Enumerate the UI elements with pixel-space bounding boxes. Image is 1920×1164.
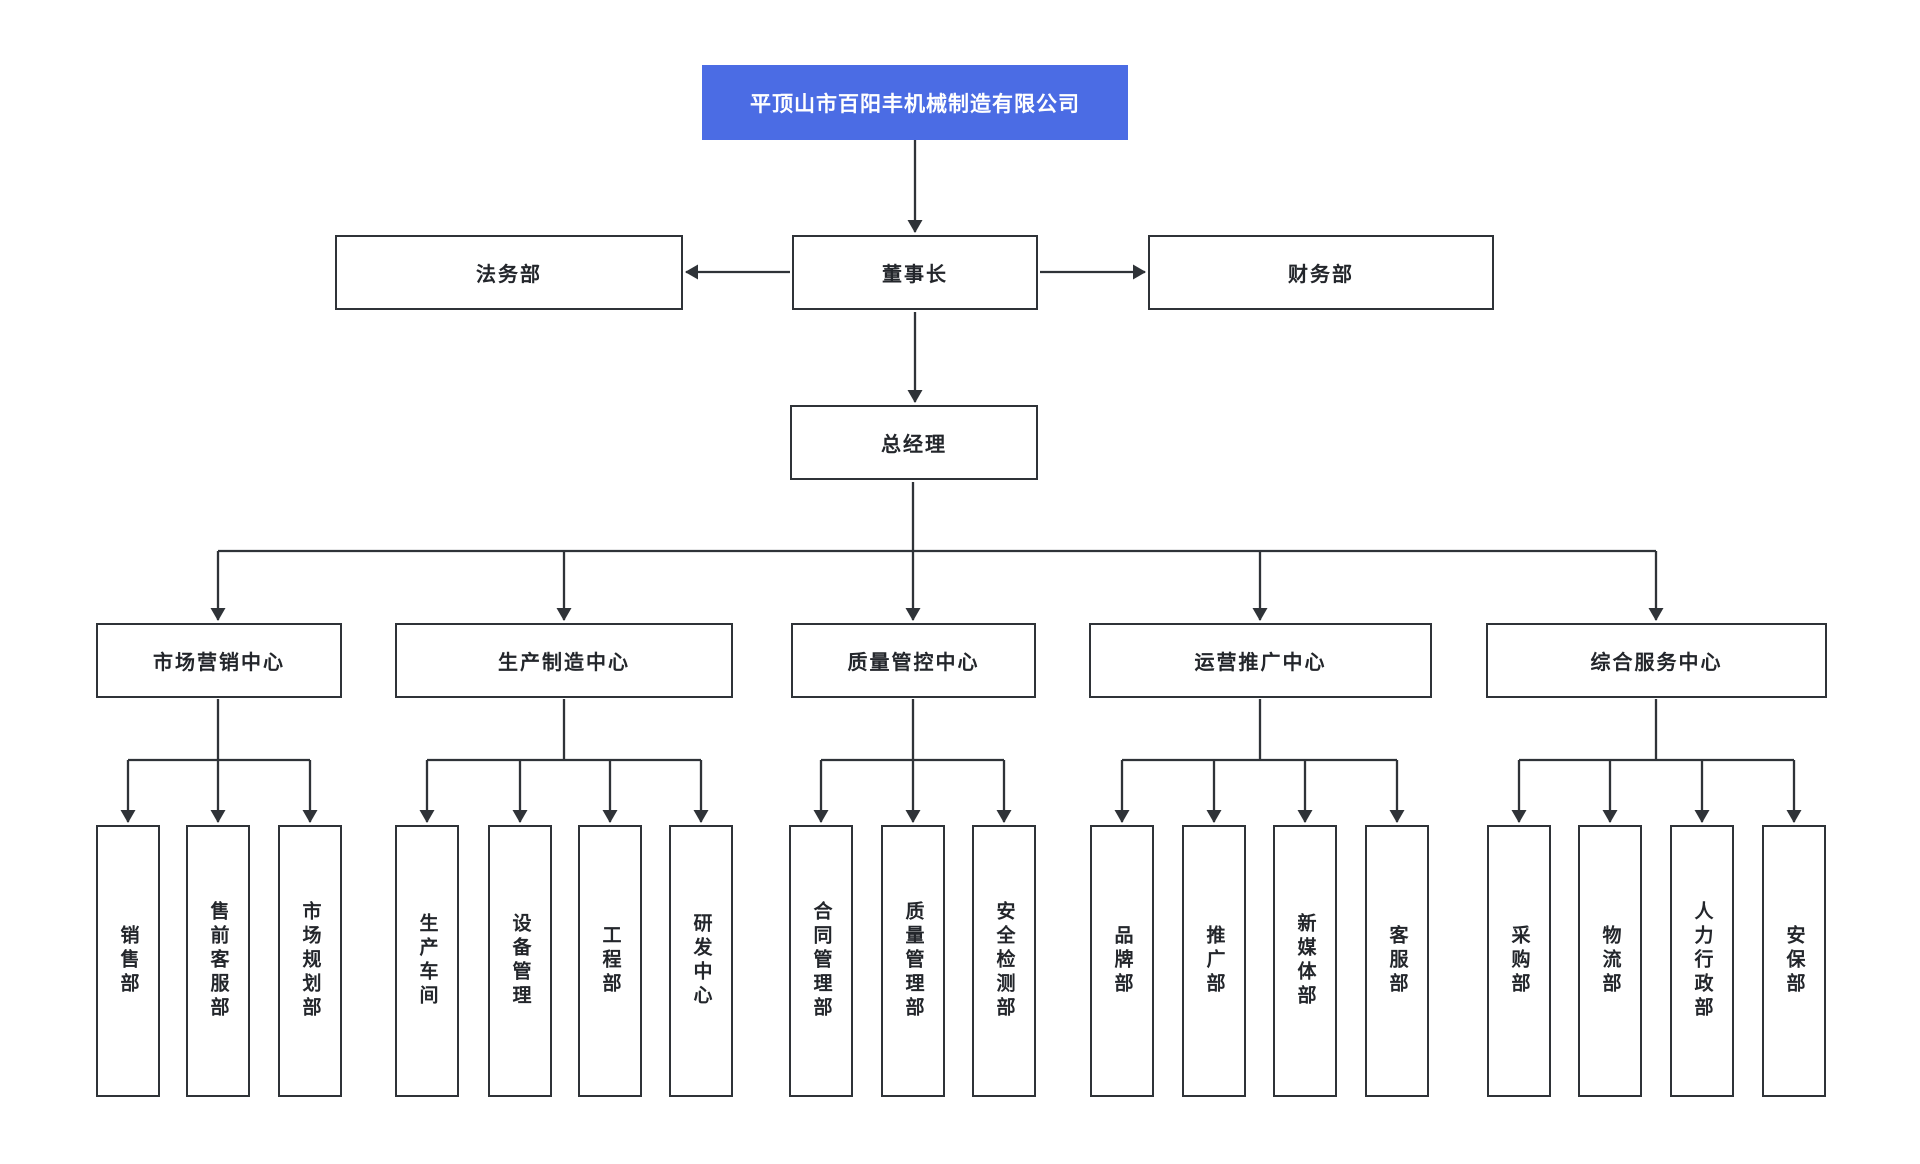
node-dept-sales-label: 销售部 — [117, 925, 139, 997]
node-legal-dept[interactable]: 法务部 — [335, 235, 683, 310]
node-company-label: 平顶山市百阳丰机械制造有限公司 — [750, 92, 1080, 116]
node-general-manager-label: 总经理 — [881, 434, 947, 456]
node-dept-quality-mgmt-label: 质量管理部 — [902, 901, 924, 1021]
node-dept-hr-admin[interactable]: 人力行政部 — [1670, 825, 1734, 1097]
node-company[interactable]: 平顶山市百阳丰机械制造有限公司 — [702, 65, 1128, 140]
node-dept-procurement-label: 采购部 — [1508, 925, 1530, 997]
node-center-services[interactable]: 综合服务中心 — [1486, 623, 1827, 698]
node-legal-dept-label: 法务部 — [476, 264, 542, 286]
node-general-manager[interactable]: 总经理 — [790, 405, 1038, 480]
node-dept-market-planning-label: 市场规划部 — [299, 901, 321, 1021]
node-center-quality-label: 质量管控中心 — [847, 652, 980, 674]
node-center-quality[interactable]: 质量管控中心 — [791, 623, 1036, 698]
node-dept-equipment-mgmt[interactable]: 设备管理 — [488, 825, 552, 1097]
node-dept-contract-mgmt[interactable]: 合同管理部 — [789, 825, 853, 1097]
node-dept-security[interactable]: 安保部 — [1762, 825, 1826, 1097]
node-finance-dept-label: 财务部 — [1288, 264, 1354, 286]
node-center-operations[interactable]: 运营推广中心 — [1089, 623, 1432, 698]
node-dept-presales-service[interactable]: 售前客服部 — [186, 825, 250, 1097]
node-dept-customer-service-label: 客服部 — [1386, 925, 1408, 997]
node-dept-market-planning[interactable]: 市场规划部 — [278, 825, 342, 1097]
node-dept-brand-label: 品牌部 — [1111, 925, 1133, 997]
node-dept-engineering-label: 工程部 — [599, 925, 621, 997]
node-center-marketing[interactable]: 市场营销中心 — [96, 623, 342, 698]
node-chairman-label: 董事长 — [882, 264, 948, 286]
node-dept-engineering[interactable]: 工程部 — [578, 825, 642, 1097]
node-dept-promotion-label: 推广部 — [1203, 925, 1225, 997]
node-dept-security-label: 安保部 — [1783, 925, 1805, 997]
node-dept-quality-mgmt[interactable]: 质量管理部 — [881, 825, 945, 1097]
node-dept-rd-center[interactable]: 研发中心 — [669, 825, 733, 1097]
node-dept-equipment-mgmt-label: 设备管理 — [509, 913, 531, 1009]
node-dept-new-media-label: 新媒体部 — [1294, 913, 1316, 1009]
node-chairman[interactable]: 董事长 — [792, 235, 1038, 310]
node-center-production-label: 生产制造中心 — [498, 652, 630, 674]
node-dept-brand[interactable]: 品牌部 — [1090, 825, 1154, 1097]
node-dept-customer-service[interactable]: 客服部 — [1365, 825, 1429, 1097]
node-dept-safety-inspection-label: 安全检测部 — [993, 901, 1015, 1021]
node-dept-contract-mgmt-label: 合同管理部 — [810, 901, 832, 1021]
node-dept-sales[interactable]: 销售部 — [96, 825, 160, 1097]
node-dept-rd-center-label: 研发中心 — [690, 913, 712, 1009]
node-finance-dept[interactable]: 财务部 — [1148, 235, 1494, 310]
node-dept-procurement[interactable]: 采购部 — [1487, 825, 1551, 1097]
node-dept-new-media[interactable]: 新媒体部 — [1273, 825, 1337, 1097]
node-dept-production-workshop-label: 生产车间 — [416, 913, 438, 1009]
node-dept-promotion[interactable]: 推广部 — [1182, 825, 1246, 1097]
node-center-services-label: 综合服务中心 — [1590, 652, 1723, 674]
node-dept-production-workshop[interactable]: 生产车间 — [395, 825, 459, 1097]
node-center-production[interactable]: 生产制造中心 — [395, 623, 733, 698]
node-center-operations-label: 运营推广中心 — [1194, 652, 1327, 674]
node-dept-logistics[interactable]: 物流部 — [1578, 825, 1642, 1097]
node-dept-hr-admin-label: 人力行政部 — [1691, 901, 1713, 1021]
node-dept-logistics-label: 物流部 — [1599, 925, 1621, 997]
node-dept-presales-service-label: 售前客服部 — [207, 901, 229, 1021]
node-dept-safety-inspection[interactable]: 安全检测部 — [972, 825, 1036, 1097]
node-center-marketing-label: 市场营销中心 — [153, 652, 285, 674]
